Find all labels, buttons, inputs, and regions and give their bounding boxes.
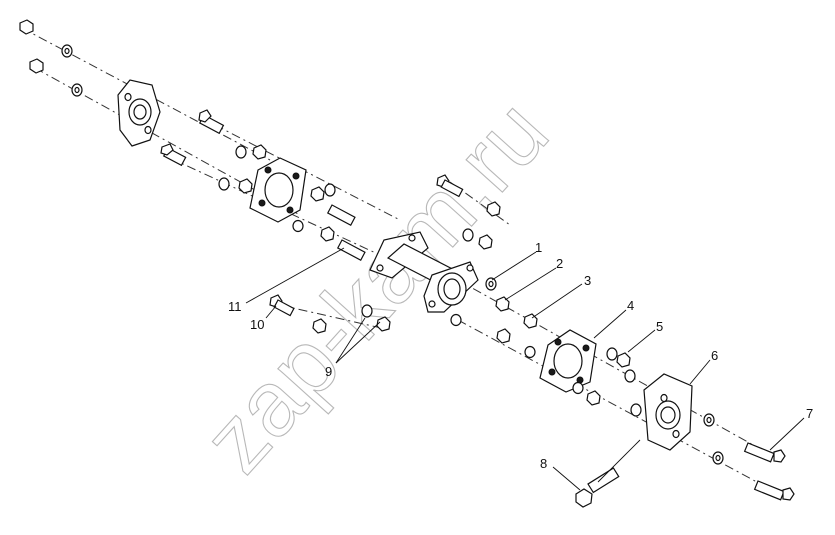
center-left-fasteners — [292, 183, 366, 261]
bolts-7 — [743, 442, 795, 501]
upper-bolt-group — [436, 174, 501, 250]
callout-2: 2 — [556, 256, 563, 271]
right-fasteners — [450, 277, 538, 359]
leader-lines — [245, 247, 805, 491]
callout-labels: 1 2 3 4 5 6 7 8 9 10 11 — [228, 240, 813, 471]
callout-9: 9 — [325, 364, 332, 379]
right-nut-group — [572, 347, 642, 417]
bolt-10-group — [269, 294, 391, 334]
callout-5: 5 — [656, 319, 663, 334]
left-bearing-housing — [117, 79, 161, 147]
callout-1: 1 — [535, 240, 542, 255]
bolt-8 — [575, 467, 620, 508]
callout-3: 3 — [584, 273, 591, 288]
callout-4: 4 — [627, 298, 634, 313]
right-bearing-housing — [643, 373, 693, 451]
watermark: zap-kam.ru — [184, 81, 568, 491]
central-pipe-housing — [369, 231, 479, 313]
right-washers — [703, 413, 724, 465]
callout-10: 10 — [250, 317, 264, 332]
left-bolts — [160, 109, 267, 194]
right-flange-gasket — [539, 329, 597, 393]
left-fasteners — [19, 19, 83, 97]
callout-6: 6 — [711, 348, 718, 363]
callout-7: 7 — [806, 406, 813, 421]
left-flange-gasket — [249, 157, 307, 223]
callout-11: 11 — [228, 299, 242, 314]
callout-8: 8 — [540, 456, 547, 471]
